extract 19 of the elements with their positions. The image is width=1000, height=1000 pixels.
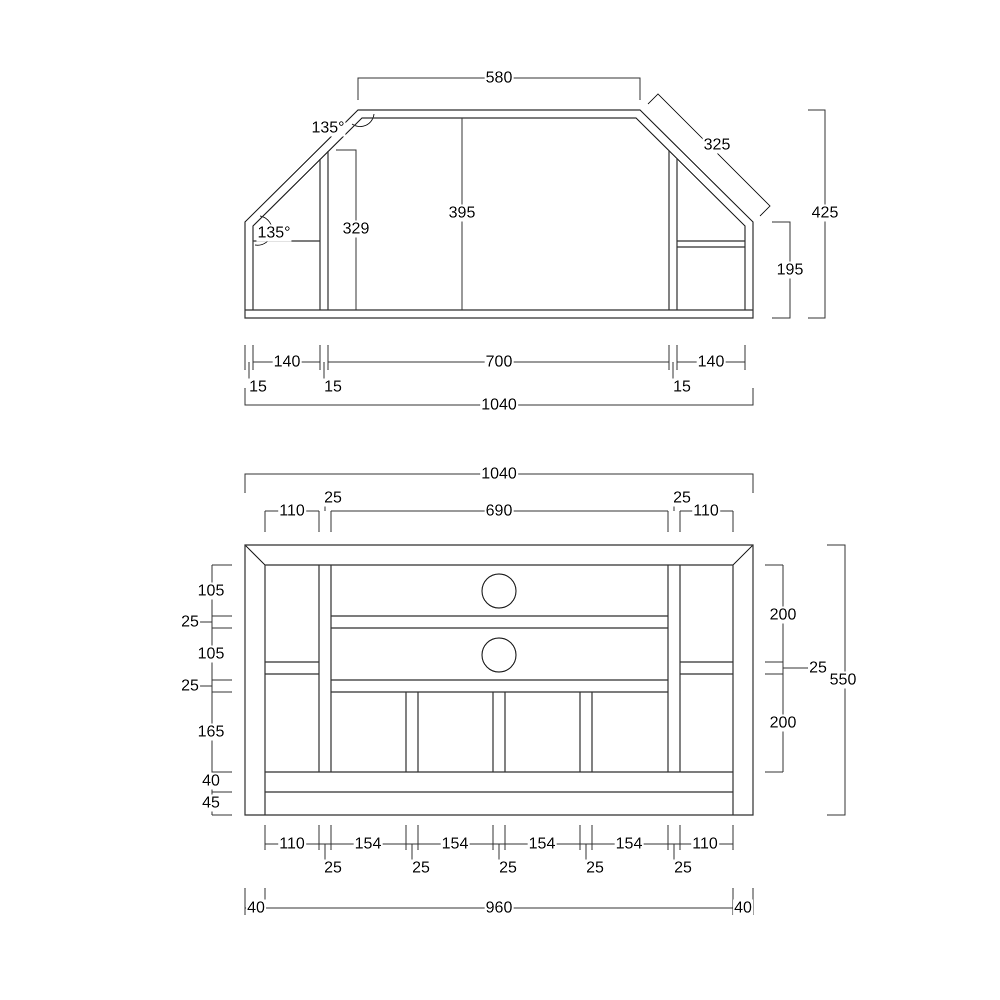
dimension-label: 195 <box>776 262 804 278</box>
dimension-label: 45 <box>201 794 221 812</box>
dimension-label: 40 <box>246 900 266 916</box>
dimension-label: 105 <box>196 646 226 662</box>
dimension-label: 40 <box>733 900 753 916</box>
dimension-label: 329 <box>342 220 370 238</box>
angle-label: 135° <box>310 120 346 136</box>
dimension-label: 25 <box>323 490 343 506</box>
dimension-label: 550 <box>828 672 858 688</box>
dimension-label: 325 <box>702 136 732 154</box>
dimension-label: 165 <box>196 724 226 740</box>
angle-label: 135° <box>256 224 292 242</box>
dimension-label: 105 <box>196 582 226 600</box>
dimension-label: 200 <box>768 714 798 732</box>
dimension-label: 200 <box>768 606 798 624</box>
dimension-label: 425 <box>810 204 840 222</box>
dimension-label: 25 <box>672 490 692 506</box>
dimension-label: 395 <box>448 204 476 222</box>
dimension-label: 40 <box>201 772 221 790</box>
